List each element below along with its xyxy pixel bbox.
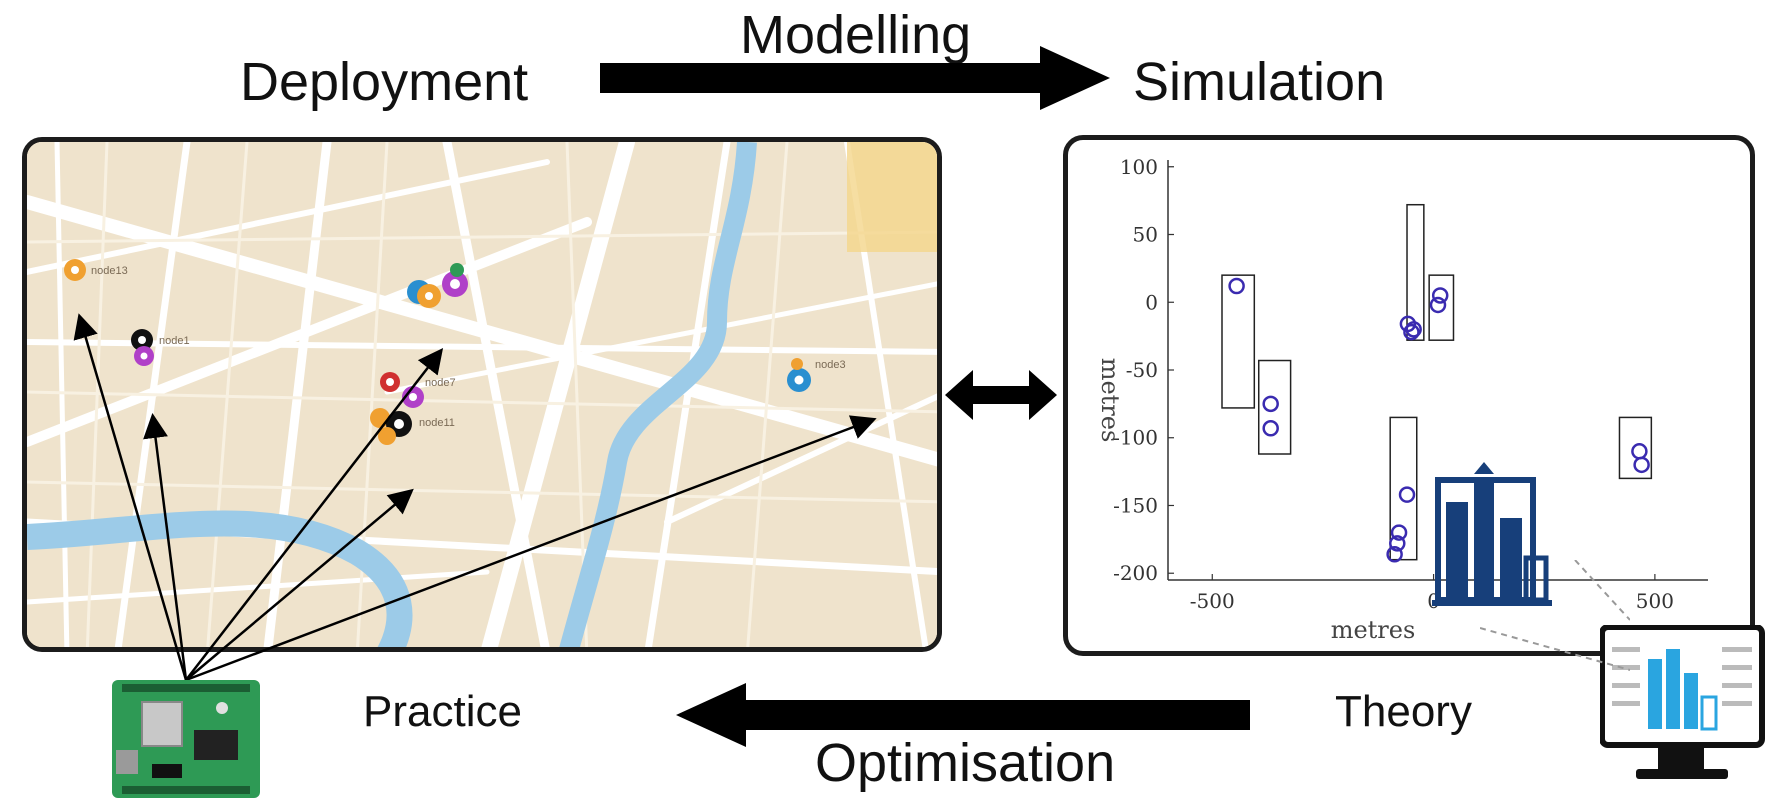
label-deployment: Deployment [240, 52, 529, 112]
x-axis-label: metres [1331, 616, 1416, 644]
label-theory: Theory [1335, 687, 1472, 736]
node-label-4: node3 [815, 359, 846, 371]
y-tick-label: -50 [1126, 358, 1158, 382]
label-simulation: Simulation [1133, 52, 1386, 112]
node-label-0: node13 [91, 265, 128, 277]
y-tick-label: -100 [1113, 426, 1158, 450]
x-tick-label: -500 [1190, 589, 1235, 613]
region-rectangle [1221, 274, 1256, 409]
optimisation-arrow [676, 683, 1250, 747]
data-point [1403, 323, 1420, 341]
chart-rectangles [1221, 203, 1653, 561]
monitor-chart-icon [1600, 625, 1765, 779]
region-rectangle [1428, 274, 1455, 341]
x-tick-label: 500 [1636, 589, 1674, 613]
region-rectangle [1406, 203, 1425, 341]
node-label-3: node11 [419, 417, 455, 429]
y-tick-label: -150 [1113, 493, 1158, 517]
data-point [1386, 546, 1403, 563]
y-axis-label: metres [1096, 358, 1124, 443]
data-point [1633, 456, 1650, 474]
chart-points [1228, 277, 1650, 563]
data-point [1262, 395, 1279, 413]
label-practice: Practice [363, 687, 522, 736]
bidirectional-arrow [945, 370, 1057, 420]
label-modelling: Modelling [740, 5, 972, 65]
label-optimisation: Optimisation [815, 733, 1116, 793]
y-tick-label: 0 [1145, 290, 1158, 314]
y-tick-label: 50 [1133, 223, 1158, 247]
region-rectangle [1389, 416, 1418, 561]
node-label-1: node1 [159, 335, 190, 347]
map-pin-node1 [131, 329, 154, 366]
data-point [1405, 321, 1422, 338]
node-label-2: node7 [425, 377, 456, 389]
deployment-map-panel: node13 node1 node7 node11 node3 [22, 137, 942, 652]
map-pin-cluster-top [407, 263, 468, 308]
data-point [1228, 277, 1245, 295]
monitor-connector-lines [1480, 560, 1630, 671]
data-point [1262, 420, 1279, 437]
modelling-arrow [600, 46, 1110, 110]
bar-chart-icon [1432, 462, 1552, 606]
y-tick-label: 100 [1120, 155, 1158, 179]
data-point [1431, 287, 1449, 304]
data-point [1390, 524, 1408, 541]
arduino-board-icon [112, 680, 260, 798]
map-pin-node3 [787, 358, 811, 392]
region-rectangle [1618, 416, 1653, 480]
region-rectangle [1257, 359, 1292, 455]
data-point [1429, 296, 1447, 314]
data-point [1398, 486, 1416, 503]
street-map: node13 node1 node7 node11 node3 [27, 142, 937, 647]
data-point [1389, 535, 1406, 552]
map-pin-cluster-mid [370, 372, 424, 445]
map-pin-node13 [64, 259, 86, 281]
y-tick-label: -200 [1113, 561, 1158, 585]
